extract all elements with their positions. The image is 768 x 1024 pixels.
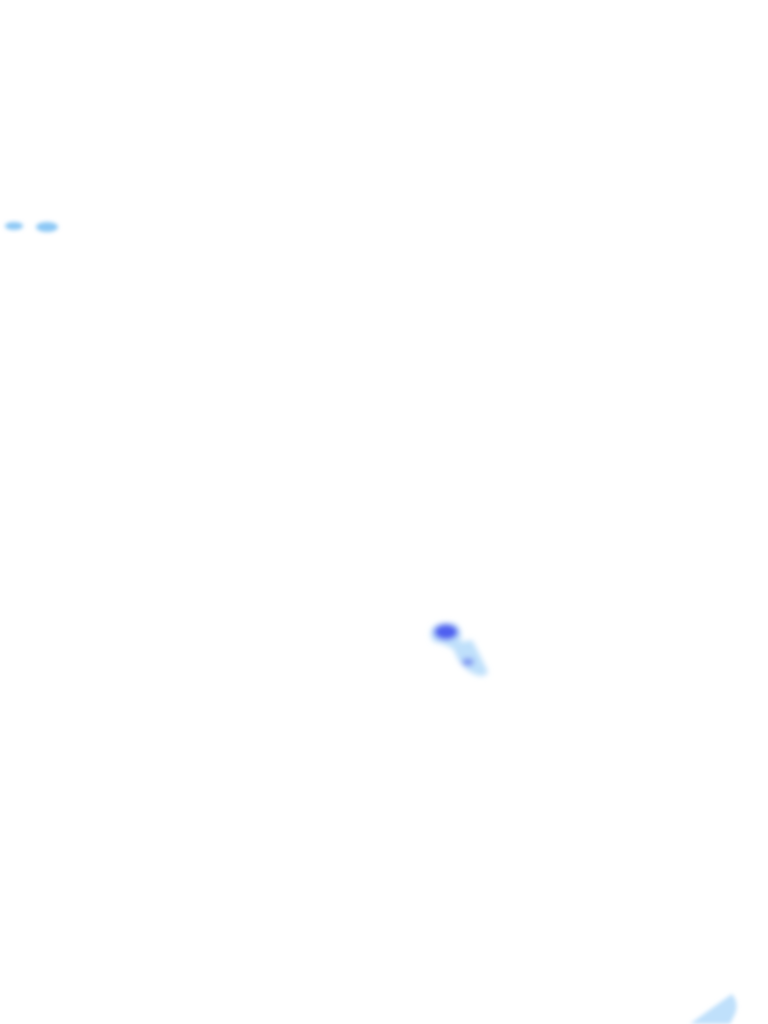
precip-cell-southeast [690,994,737,1024]
precip-cell-central [430,622,488,676]
precip-cell-northwest-b [36,222,58,232]
precip-cell-northwest-a [5,222,23,230]
